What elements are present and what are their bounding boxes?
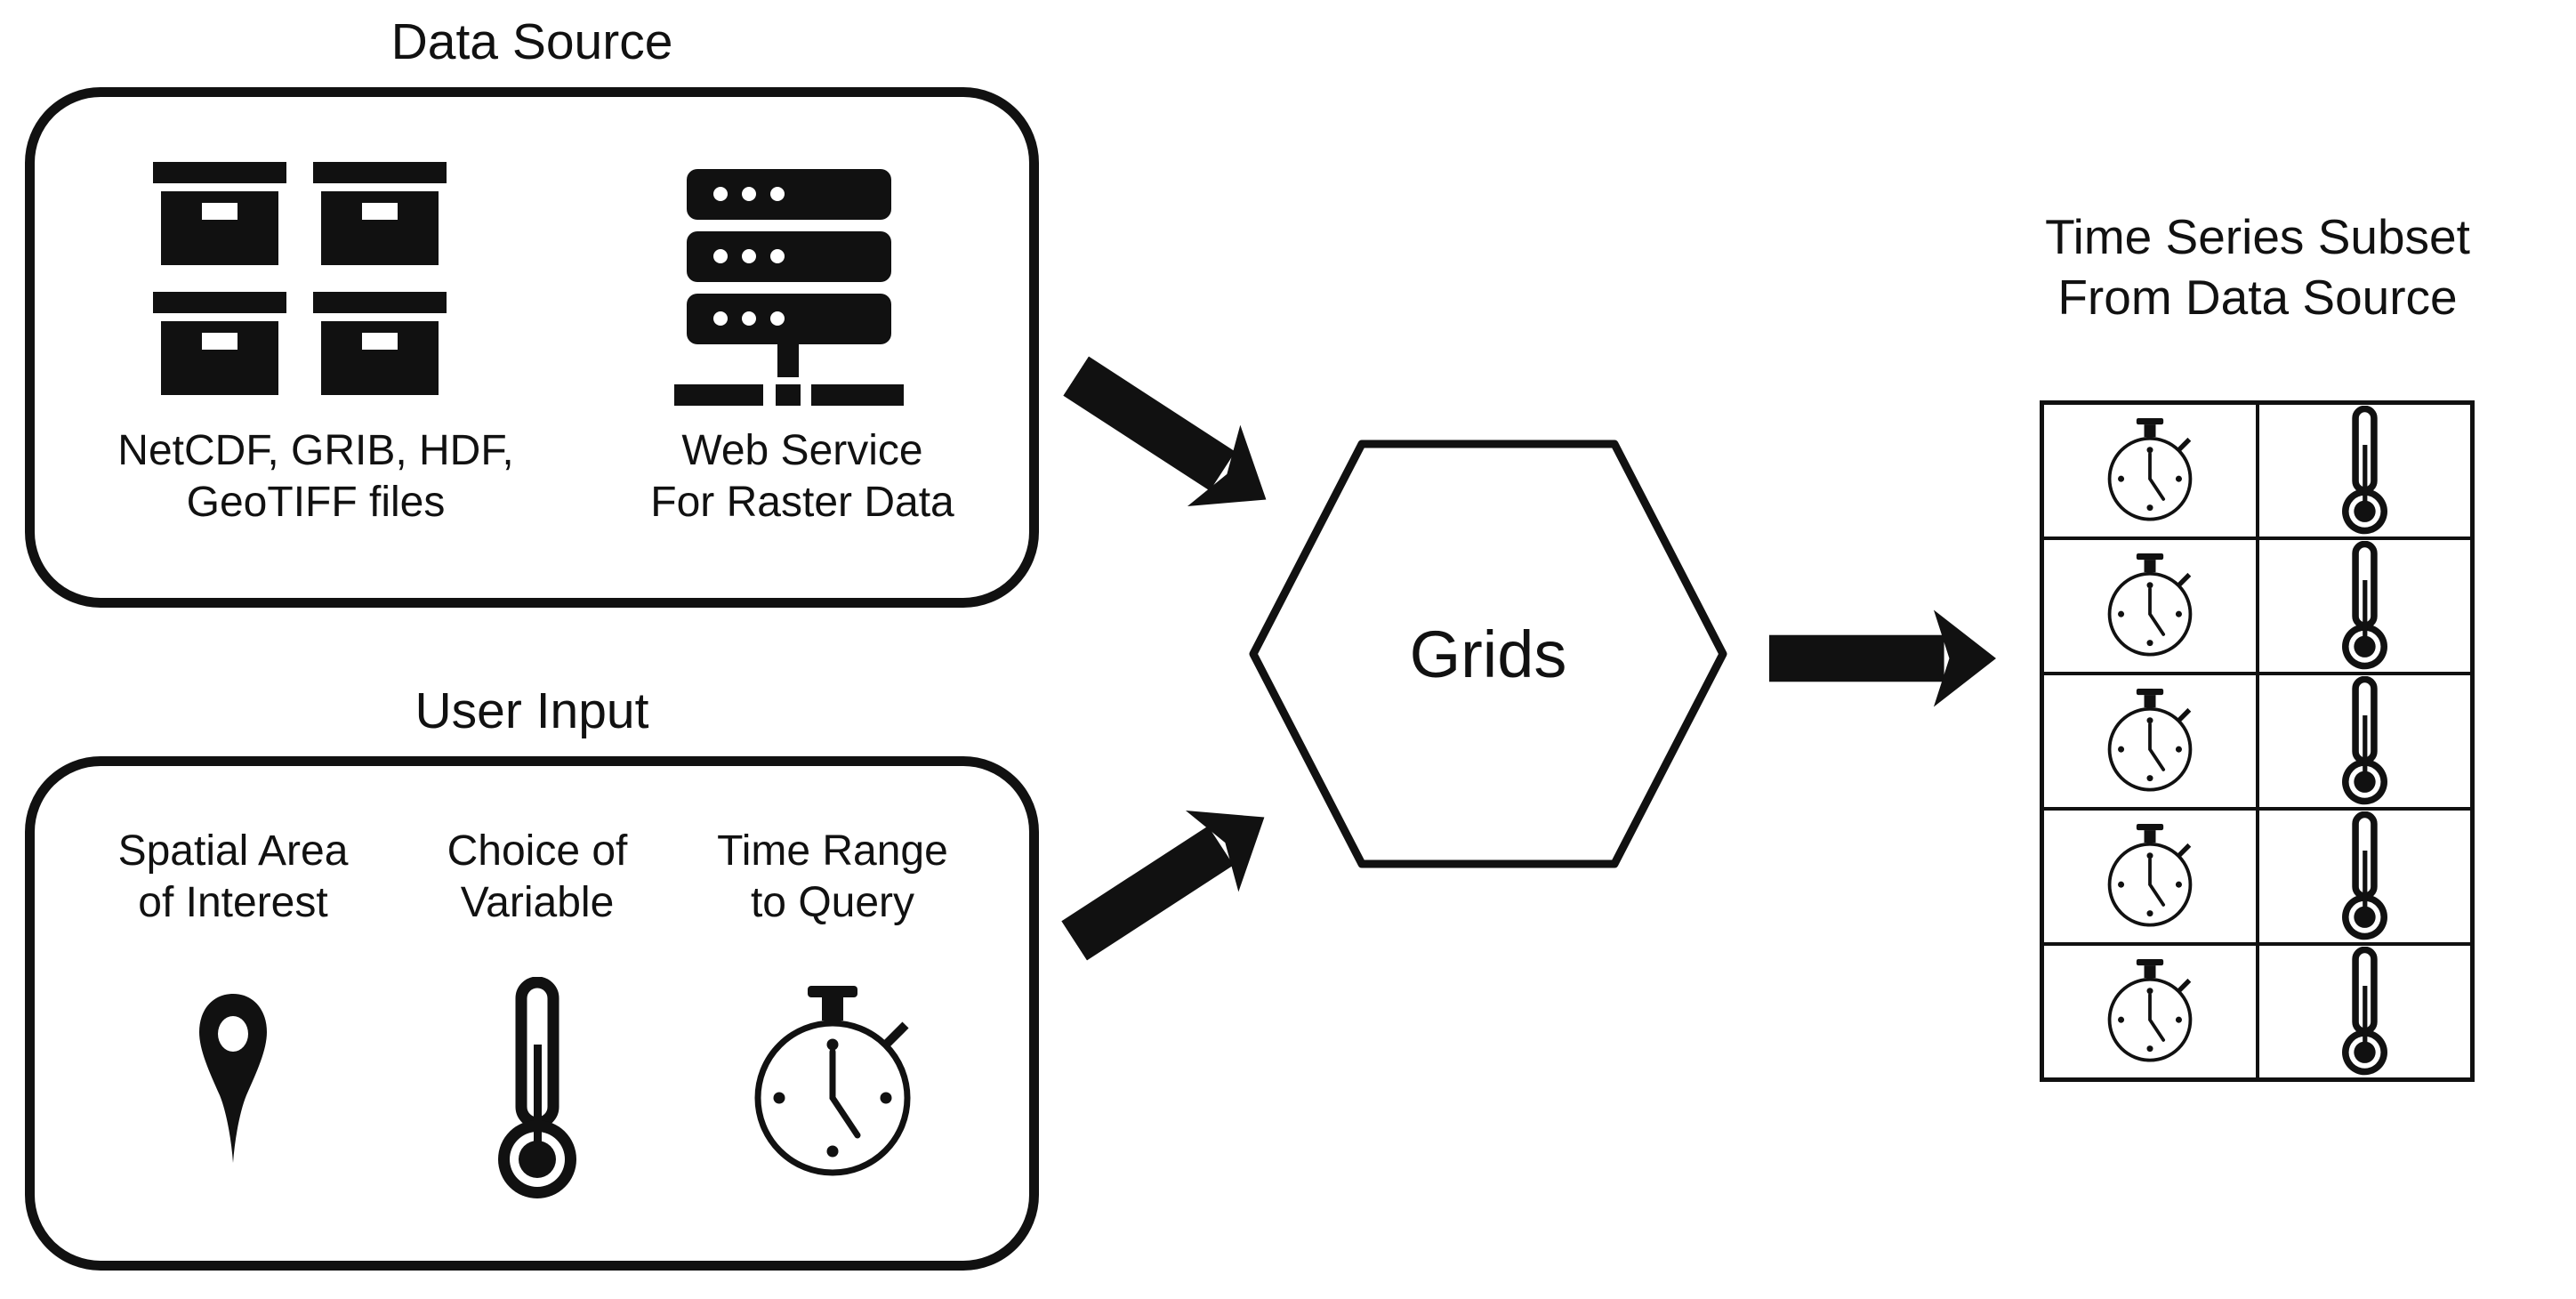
choice-of-variable-label: Choice of Variable: [447, 827, 628, 926]
user-input-title: User Input: [415, 682, 649, 739]
table-row: [2044, 672, 2470, 807]
stopwatch-icon: [745, 986, 920, 1180]
files-format-label: NetCDF, GRIB, HDF, GeoTIFF files: [117, 427, 514, 526]
table-row: [2044, 942, 2470, 1077]
stopwatch-icon: [2103, 689, 2197, 794]
arrow-grids-to-output: [1769, 608, 1996, 709]
table-row: [2044, 807, 2470, 942]
table-cell-time: [2044, 675, 2256, 807]
spatial-area-label: Spatial Area of Interest: [117, 827, 349, 926]
table-cell-time: [2044, 811, 2256, 942]
table-cell-time: [2044, 405, 2256, 537]
thermometer-icon: [2342, 541, 2387, 671]
table-cell-time: [2044, 946, 2256, 1077]
time-series-table: [2040, 400, 2475, 1082]
table-row: [2044, 405, 2470, 537]
thermometer-icon: [498, 977, 576, 1201]
block-arrow-icon: [1769, 608, 1996, 709]
grids-hexagon: [1249, 440, 1727, 868]
table-cell-variable: [2255, 675, 2471, 807]
output-title: Time Series Subset From Data Source: [2045, 209, 2470, 325]
archive-boxes-icon: [153, 162, 447, 395]
table-cell-variable: [2255, 811, 2471, 942]
stopwatch-icon: [2103, 824, 2197, 929]
location-pin-icon: [195, 992, 271, 1166]
thermometer-icon: [2342, 406, 2387, 536]
stopwatch-icon: [2103, 553, 2197, 658]
stopwatch-icon: [2103, 959, 2197, 1064]
server-stack-icon: [674, 169, 904, 407]
thermometer-icon: [2342, 676, 2387, 806]
table-row: [2044, 537, 2470, 672]
grids-label: Grids: [1409, 617, 1567, 691]
thermometer-icon: [2342, 947, 2387, 1077]
data-source-title: Data Source: [390, 13, 673, 70]
table-cell-variable: [2255, 405, 2471, 537]
table-cell-time: [2044, 540, 2256, 672]
time-range-label: Time Range to Query: [717, 827, 948, 926]
table-cell-variable: [2255, 540, 2471, 672]
table-cell-variable: [2255, 946, 2471, 1077]
thermometer-icon: [2342, 811, 2387, 941]
stopwatch-icon: [2103, 418, 2197, 523]
web-service-label: Web Service For Raster Data: [650, 427, 954, 526]
